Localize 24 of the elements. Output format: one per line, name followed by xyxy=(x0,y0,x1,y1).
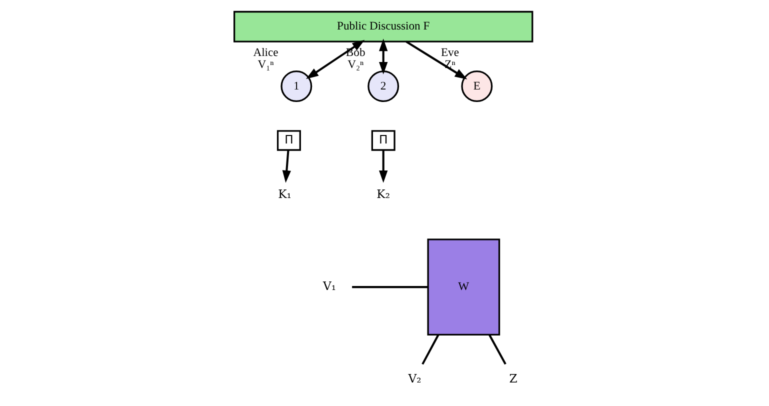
node-text: V₂ xyxy=(408,371,421,386)
node-label: V₁ⁿ xyxy=(257,58,274,72)
connector xyxy=(488,334,506,365)
node-label: Alice xyxy=(252,46,278,59)
node-box: Public Discussion F xyxy=(232,10,533,42)
node-text: V₁ xyxy=(322,279,336,294)
connector xyxy=(352,286,428,288)
node-box: Π xyxy=(276,130,300,151)
node-box: Π xyxy=(370,130,395,151)
arrow xyxy=(405,40,467,80)
node-label: V₂ⁿ xyxy=(347,58,364,72)
arrow xyxy=(378,38,388,74)
arrow xyxy=(282,150,290,183)
node-text: K₂ xyxy=(376,186,390,201)
node-circle: 2 xyxy=(367,70,399,102)
arrow xyxy=(378,150,388,183)
node-circle: E xyxy=(460,70,492,102)
node-label: Eve xyxy=(440,46,458,59)
arrow xyxy=(306,40,364,80)
node-circle: 1 xyxy=(280,70,312,102)
connector xyxy=(421,334,439,365)
node-text: Z xyxy=(508,371,517,386)
node-box: W xyxy=(426,238,500,336)
node-text: K₁ xyxy=(278,186,291,201)
